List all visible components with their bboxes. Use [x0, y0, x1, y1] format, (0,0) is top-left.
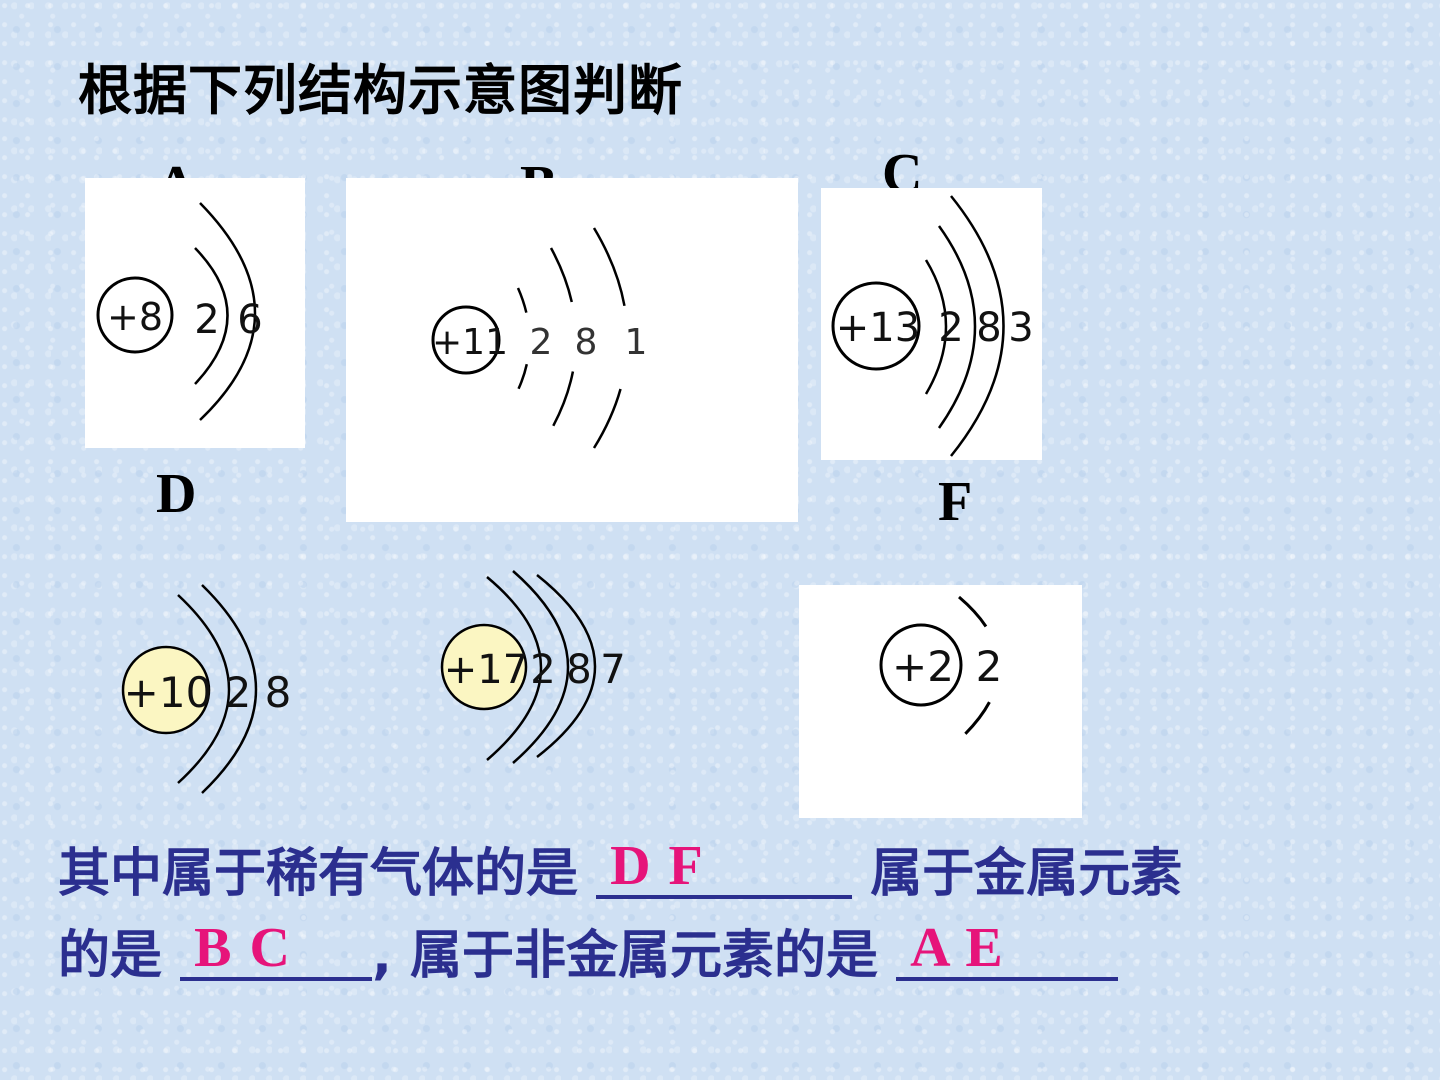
nucleus-charge-e: +17: [444, 647, 528, 693]
nucleus-b: [431, 305, 501, 375]
shell-e-2: [512, 570, 570, 764]
atom-diagram-c: +13 2 8 3: [831, 195, 1034, 457]
shell-count-c-1: 2: [938, 305, 963, 351]
shell-b-1: [516, 287, 531, 391]
answer-nonmetal: A E: [910, 917, 1005, 979]
label-f: F: [938, 471, 973, 533]
nucleus-a: [96, 276, 174, 354]
shell-c-2: [937, 225, 977, 429]
nucleus-c: [831, 281, 921, 371]
panel-b: [346, 178, 798, 522]
page-title: 根据下列结构示意图判断: [78, 59, 683, 122]
shell-count-b-2: 8: [575, 322, 598, 363]
shell-count-e-3: 7: [600, 647, 625, 693]
atom-diagram-a: +8 2 6: [96, 202, 263, 421]
label-d: D: [156, 463, 197, 525]
shell-count-b-3: 1: [625, 322, 648, 363]
panel-c: [821, 188, 1042, 460]
nucleus-charge-c: +13: [836, 305, 920, 351]
nucleus-d: [121, 645, 211, 735]
question-text-nonmetal: , 属于非金属元素的是: [372, 926, 897, 986]
nucleus-f: [879, 623, 963, 707]
shell-count-d-2: 8: [265, 668, 292, 717]
question-line-2: 的是 B C, 属于非金属元素的是 A E: [58, 920, 1418, 982]
shell-count-a-1: 2: [194, 297, 219, 343]
nucleus-e: [440, 623, 528, 711]
nucleus-charge-b: +11: [432, 322, 508, 363]
shell-a-2: [199, 202, 257, 421]
shell-count-f-1: 2: [976, 642, 1003, 691]
nucleus-charge-d: +10: [124, 668, 213, 717]
shell-d-2: [201, 584, 258, 794]
shell-f-1: [957, 595, 1001, 742]
shell-a-1: [194, 247, 229, 385]
shell-count-b-1: 2: [530, 322, 553, 363]
shell-d-1: [177, 594, 231, 784]
shell-count-c-2: 8: [976, 305, 1001, 351]
shell-c-3: [950, 195, 1005, 457]
atom-diagram-f: +2 2: [879, 595, 1003, 742]
question-text-noble-gas: 其中属于稀有气体的是: [58, 844, 597, 904]
panel-a: [85, 178, 305, 448]
atom-diagram-d: +10 2 8: [121, 584, 292, 794]
nucleus-charge-a: +8: [107, 295, 163, 339]
shell-count-a-2: 6: [237, 297, 262, 343]
shell-b-2: [549, 247, 578, 431]
question-text-metal: 属于金属元素: [852, 844, 1183, 904]
shell-count-e-2: 8: [566, 647, 591, 693]
question-text-metal-cont: 的是: [58, 926, 181, 986]
shell-e-3: [536, 574, 597, 758]
shell-count-e-1: 2: [530, 647, 555, 693]
answer-noble-gas: D F: [610, 835, 705, 897]
shell-count-c-3: 3: [1008, 305, 1033, 351]
blank-metal: B C: [180, 920, 373, 982]
answer-metal: B C: [194, 917, 292, 979]
atom-diagram-e: +17 2 8 7: [440, 570, 626, 764]
blank-nonmetal: A E: [896, 920, 1119, 982]
question-line-1: 其中属于稀有气体的是 D F 属于金属元素: [58, 838, 1418, 900]
nucleus-charge-f: +2: [892, 642, 954, 691]
blank-noble-gas: D F: [596, 838, 853, 900]
shell-c-1: [924, 259, 948, 395]
shell-e-1: [486, 576, 543, 761]
shell-count-d-1: 2: [225, 668, 252, 717]
atom-diagram-b: +11 2 8 1: [431, 227, 648, 449]
shell-b-3: [592, 227, 629, 449]
